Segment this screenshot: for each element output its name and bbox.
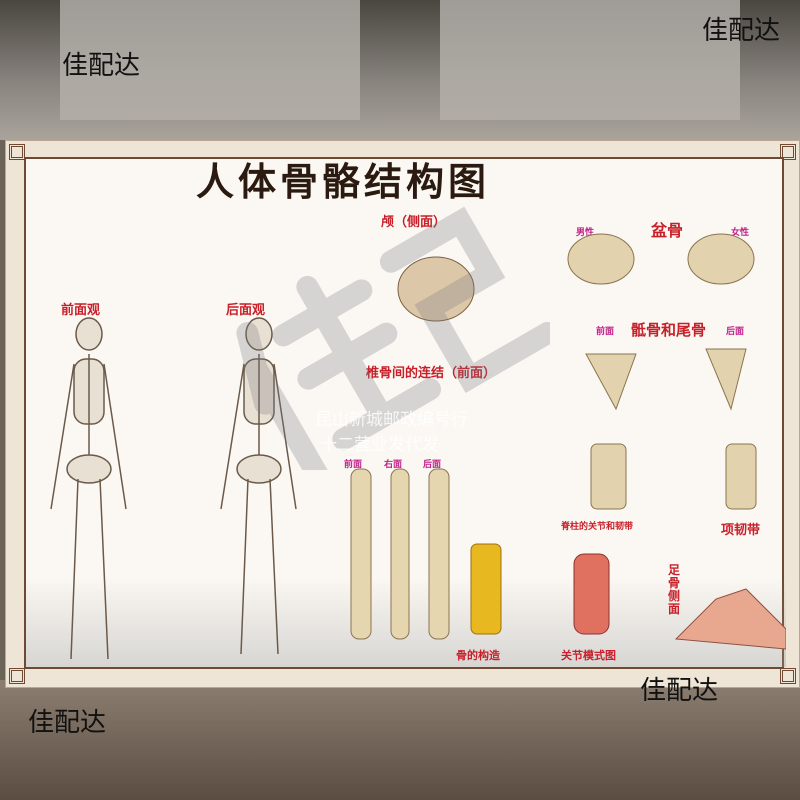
watermark-top-right: 佳配达 bbox=[702, 16, 781, 46]
heading-bone-structure: 骨的构造 bbox=[456, 649, 500, 662]
heading-foot: 足骨侧面 bbox=[668, 563, 681, 616]
skull-lateral bbox=[397, 256, 475, 322]
watermark-bottom-left: 佳配达 bbox=[28, 708, 107, 738]
heading-vertebral: 椎骨间的连结（前面） bbox=[366, 366, 497, 381]
poster-title: 人体骨骼结构图 bbox=[196, 159, 491, 204]
joint-model-image bbox=[573, 553, 610, 635]
heading-nuchal: 项韧带 bbox=[721, 523, 761, 538]
front-skeleton bbox=[50, 317, 127, 660]
heading-back-view: 后面观 bbox=[226, 303, 266, 318]
heading-skull: 颅（侧面） bbox=[381, 215, 447, 230]
floor bbox=[0, 680, 800, 800]
corner-ornament bbox=[9, 668, 25, 684]
corner-ornament bbox=[780, 144, 796, 160]
heading-pelvis: 盆骨 bbox=[651, 221, 684, 240]
spine-columns bbox=[350, 468, 450, 640]
bone-structure-image bbox=[470, 543, 502, 635]
back-skeleton bbox=[220, 317, 297, 655]
anatomy-illustrations bbox=[50, 233, 786, 660]
pelvis-images bbox=[567, 233, 757, 510]
overlay-text: 昆山新城邮政编号行 bbox=[315, 410, 468, 430]
window bbox=[60, 0, 360, 120]
window bbox=[440, 0, 740, 120]
overlay-text: 十二营业发代发 bbox=[320, 435, 439, 455]
foot-image bbox=[674, 588, 786, 650]
watermark-top-left: 佳配达 bbox=[62, 51, 141, 81]
heading-joint-model: 关节模式图 bbox=[561, 649, 616, 662]
label-sacrum-front: 前面 bbox=[596, 327, 615, 337]
label-male: 男性 bbox=[576, 228, 595, 238]
heading-front-view: 前面观 bbox=[61, 303, 101, 318]
heading-sacrum: 骶骨和尾骨 bbox=[631, 321, 707, 339]
poster-panel: 人体骨骼结构图 颅（侧面） 前面观 后面观 椎骨间的连结（前面） 盆骨 男性 女… bbox=[24, 157, 786, 669]
watermark-bottom-right: 佳配达 bbox=[640, 676, 719, 706]
label-sacrum-back: 后面 bbox=[726, 327, 745, 337]
label-spine-back: 后面 bbox=[423, 460, 442, 470]
wall-background bbox=[0, 0, 800, 140]
label-spine-front: 前面 bbox=[344, 460, 363, 470]
label-female: 女性 bbox=[731, 228, 750, 238]
corner-ornament bbox=[9, 144, 25, 160]
label-spine-right: 右面 bbox=[384, 460, 403, 470]
corner-ornament bbox=[780, 668, 796, 684]
heading-spine-joints: 脊柱的关节和韧带 bbox=[561, 522, 634, 532]
anatomy-poster: 人体骨骼结构图 颅（侧面） 前面观 后面观 椎骨间的连结（前面） 盆骨 男性 女… bbox=[5, 140, 800, 688]
